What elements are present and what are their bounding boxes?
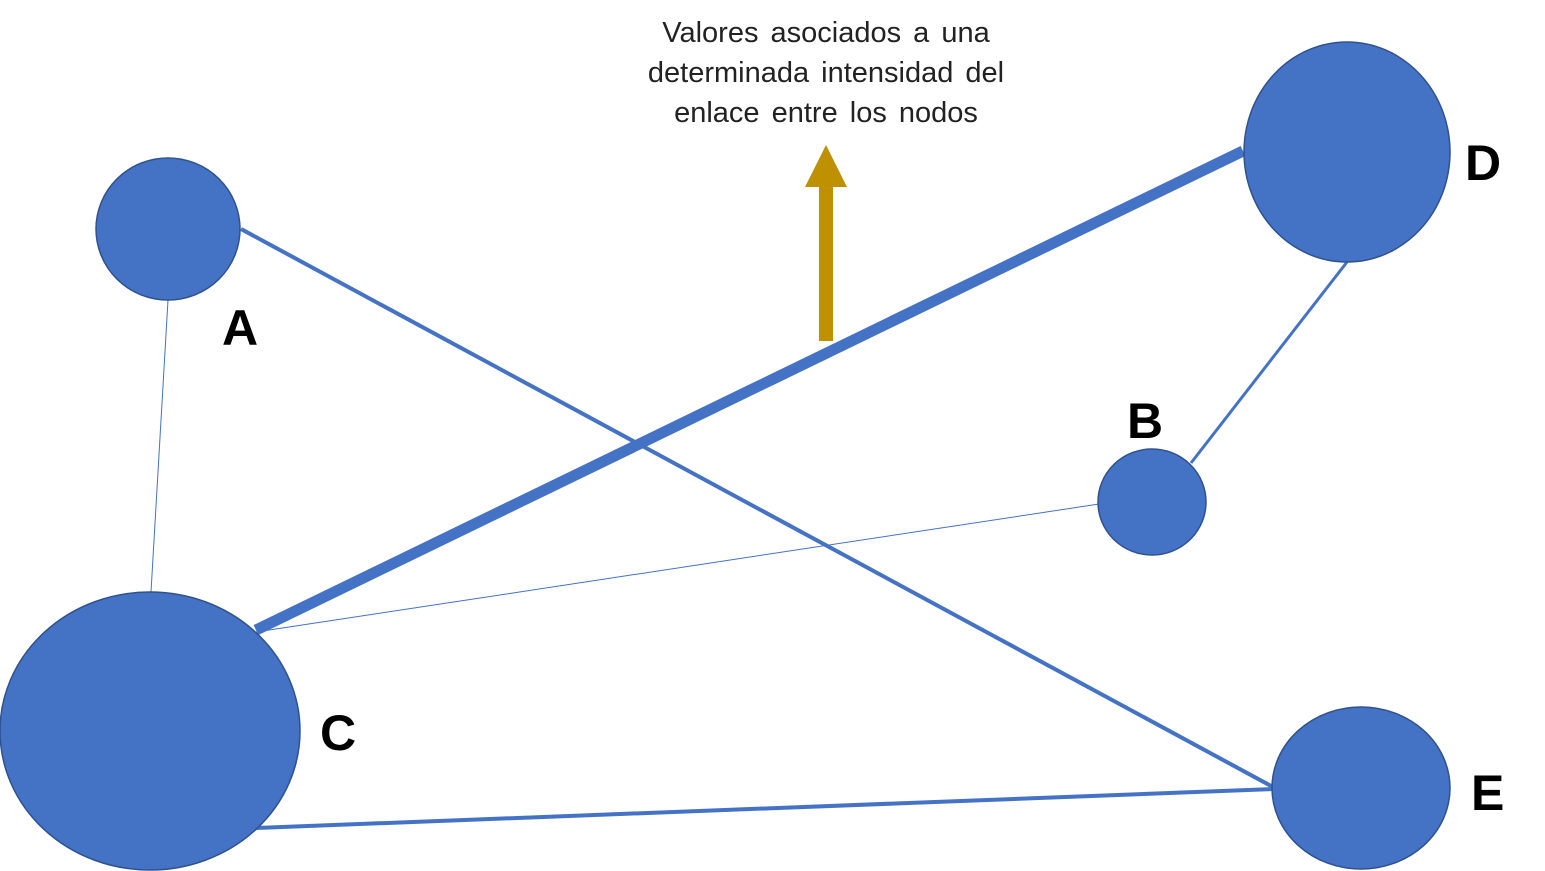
up-arrow-icon	[805, 145, 847, 341]
node-e	[1271, 706, 1451, 870]
node-e-label: E	[1471, 765, 1504, 821]
node-d	[1243, 41, 1451, 263]
edge-c-e	[255, 787, 1274, 830]
node-c-label: C	[320, 705, 356, 761]
annotation-line-3: enlace entre los nodos	[674, 97, 978, 129]
edge-b-d	[1189, 261, 1349, 464]
edge-c-b	[255, 503, 1100, 633]
edge-a-e	[240, 227, 1274, 789]
annotation-line-1: Valores asociados a una	[662, 17, 990, 49]
node-a	[95, 157, 241, 301]
node-b	[1097, 448, 1207, 556]
edge-a-c	[150, 299, 169, 593]
node-d-label: D	[1465, 135, 1501, 191]
node-b-label: B	[1127, 393, 1163, 449]
node-a-label: A	[222, 300, 258, 356]
annotation-line-2: determinada intensidad del	[648, 57, 1004, 89]
edge-c-d	[253, 146, 1246, 635]
node-c	[0, 591, 301, 871]
